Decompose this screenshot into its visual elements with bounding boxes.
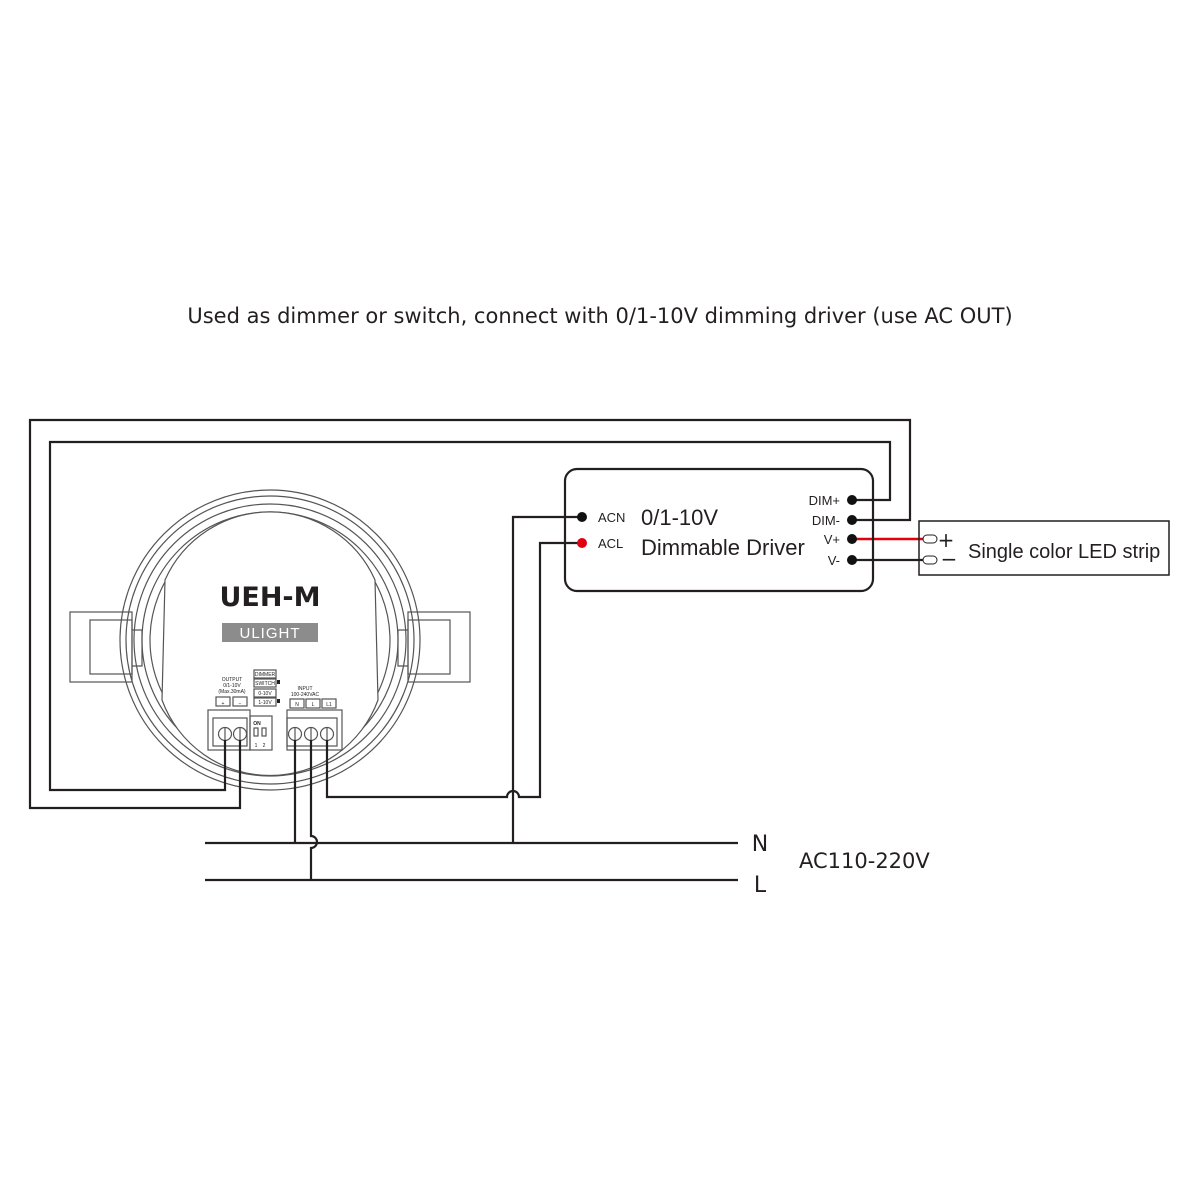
input-l: L bbox=[312, 702, 315, 708]
svg-text:ON: ON bbox=[253, 721, 261, 727]
ulight-logo: ULIGHT bbox=[222, 623, 318, 642]
mode-table: DIMMER SWITCH 0-10V 1-10V bbox=[253, 669, 280, 707]
input-voltage: 100-240VAC bbox=[291, 692, 320, 698]
device-brand: ULIGHT bbox=[239, 625, 300, 642]
led-minus: − bbox=[941, 547, 958, 571]
led-strip-label: Single color LED strip bbox=[968, 541, 1160, 563]
v-minus-label: V- bbox=[828, 553, 840, 568]
input-l1: L1 bbox=[326, 702, 332, 708]
output-voltage: 0/1-10V bbox=[223, 683, 241, 689]
dip-switch: ON 1 2 bbox=[249, 715, 273, 751]
output-minus: − bbox=[239, 701, 242, 707]
left-bracket bbox=[69, 611, 143, 683]
input-n: N bbox=[295, 702, 299, 708]
wire-dim-minus bbox=[28, 418, 912, 810]
svg-text:2: 2 bbox=[263, 743, 266, 749]
dim-minus-label: DIM- bbox=[812, 513, 840, 528]
svg-text:0-10V: 0-10V bbox=[258, 691, 272, 697]
svg-text:1: 1 bbox=[255, 743, 258, 749]
acl-terminal bbox=[577, 538, 587, 548]
acn-label: ACN bbox=[598, 510, 625, 525]
right-bracket bbox=[397, 611, 471, 683]
dim-plus-label: DIM+ bbox=[809, 493, 840, 508]
device-face bbox=[161, 511, 379, 777]
output-max: (Max.30mA) bbox=[218, 689, 246, 695]
svg-text:SWITCH: SWITCH bbox=[255, 681, 275, 687]
led-plus: + bbox=[938, 528, 955, 552]
svg-text:1-10V: 1-10V bbox=[258, 700, 272, 706]
device-model: UEH-M bbox=[219, 582, 320, 613]
output-plus: + bbox=[222, 701, 225, 707]
wire-acn bbox=[511, 515, 582, 843]
svg-text:DIMMER: DIMMER bbox=[255, 672, 276, 678]
wire-dim-plus bbox=[48, 440, 892, 792]
output-label: OUTPUT bbox=[222, 677, 243, 683]
driver-title-1: 0/1-10V bbox=[641, 505, 718, 530]
mains-n-label: N bbox=[752, 832, 768, 857]
mains-voltage: AC110-220V bbox=[799, 849, 930, 873]
caption: Used as dimmer or switch, connect with 0… bbox=[187, 304, 1012, 328]
v-plus-label: V+ bbox=[824, 532, 840, 547]
mains-l-label: L bbox=[754, 873, 767, 898]
driver-title-2: Dimmable Driver bbox=[641, 535, 805, 560]
acn-terminal bbox=[577, 512, 587, 522]
wires bbox=[28, 418, 925, 882]
led-strip: + − Single color LED strip bbox=[918, 520, 1170, 576]
ueh-m-device: UEH-M ULIGHT OUTPUT 0/1-10V (Max.30mA) +… bbox=[69, 489, 471, 791]
input-label: INPUT bbox=[298, 686, 313, 692]
acl-label: ACL bbox=[598, 536, 623, 551]
dimmable-driver: ACN ACL 0/1-10V Dimmable Driver DIM+ DIM… bbox=[563, 467, 875, 593]
